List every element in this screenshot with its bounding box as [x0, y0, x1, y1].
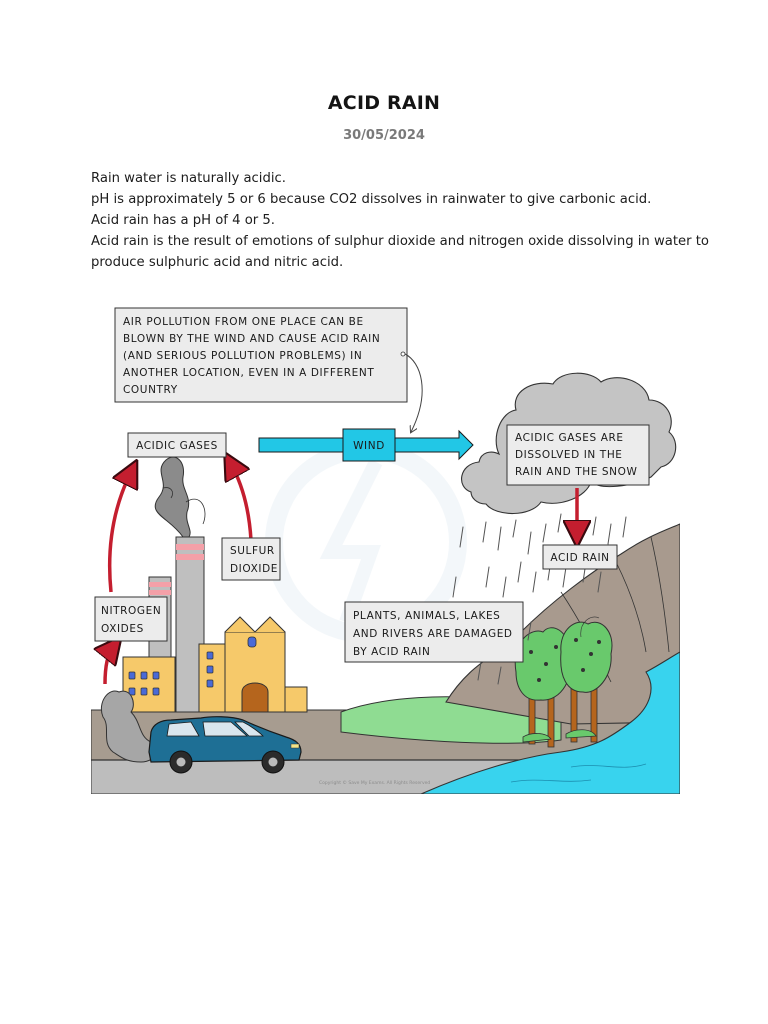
svg-text:OXIDES: OXIDES	[101, 623, 144, 635]
nitrogen-oxides-label: NITROGEN OXIDES	[94, 596, 168, 642]
acid-rain-label: ACID RAIN	[542, 544, 618, 570]
cloud-label: ACIDIC GASES ARE DISSOLVED IN THE RAIN A…	[506, 424, 650, 486]
wind-arrow: WIND	[258, 428, 474, 462]
sulfur-dioxide-label: SULFUR DIOXIDE	[221, 537, 281, 581]
paragraph: pH is approximately 5 or 6 because CO2 d…	[91, 192, 652, 207]
document-date: 30/05/2024	[343, 128, 425, 143]
svg-text:ACIDIC GASES ARE: ACIDIC GASES ARE	[515, 432, 624, 444]
document-title: ACID RAIN	[327, 92, 441, 114]
acid-rain-diagram: WIND AIR POLLUTION FROM ONE PLACE CAN BE…	[91, 292, 680, 794]
svg-text:PLANTS, ANIMALS, LAKES: PLANTS, ANIMALS, LAKES	[353, 610, 500, 622]
diagram-canvas: WIND AIR POLLUTION FROM ONE PLACE CAN BE…	[91, 307, 680, 794]
svg-text:ACID RAIN: ACID RAIN	[550, 552, 609, 564]
svg-text:DISSOLVED IN THE: DISSOLVED IN THE	[515, 449, 623, 461]
svg-text:SULFUR: SULFUR	[230, 545, 275, 557]
copyright-text: Copyright © Save My Exams. All Rights Re…	[319, 779, 430, 786]
trees	[514, 616, 613, 748]
svg-text:BY ACID RAIN: BY ACID RAIN	[353, 646, 430, 658]
callout-line: COUNTRY	[123, 384, 178, 396]
body-text: Rain water is naturally acidic. pH is ap…	[91, 168, 709, 273]
paragraph: Acid rain is the result of emotions of s…	[91, 234, 709, 249]
callout-line: BLOWN BY THE WIND AND CAUSE ACID RAIN	[123, 333, 380, 345]
svg-text:AND RIVERS ARE DAMAGED: AND RIVERS ARE DAMAGED	[353, 628, 513, 640]
callout-line: (AND SERIOUS POLLUTION PROBLEMS) IN	[123, 350, 362, 362]
svg-text:ACIDIC GASES: ACIDIC GASES	[136, 440, 218, 452]
callout-line: ANOTHER LOCATION, EVEN IN A DIFFERENT	[123, 367, 374, 379]
rain	[452, 513, 627, 685]
red-arrows	[105, 464, 577, 685]
paragraph: Acid rain has a pH of 4 or 5.	[91, 213, 275, 228]
svg-text:DIOXIDE: DIOXIDE	[230, 563, 278, 575]
river	[420, 651, 680, 794]
smoke	[101, 456, 206, 763]
callout-air-pollution: AIR POLLUTION FROM ONE PLACE CAN BE BLOW…	[114, 307, 423, 432]
paragraph: produce sulphuric acid and nitric acid.	[91, 255, 344, 270]
paragraph: Rain water is naturally acidic.	[91, 171, 286, 186]
svg-text:RAIN AND THE SNOW: RAIN AND THE SNOW	[515, 466, 637, 478]
wind-label: WIND	[353, 440, 385, 452]
damage-label: PLANTS, ANIMALS, LAKES AND RIVERS ARE DA…	[344, 601, 524, 663]
car	[148, 716, 302, 774]
callout-line: AIR POLLUTION FROM ONE PLACE CAN BE	[123, 316, 364, 328]
acidic-gases-label: ACIDIC GASES	[127, 432, 227, 458]
svg-text:NITROGEN: NITROGEN	[101, 605, 161, 617]
